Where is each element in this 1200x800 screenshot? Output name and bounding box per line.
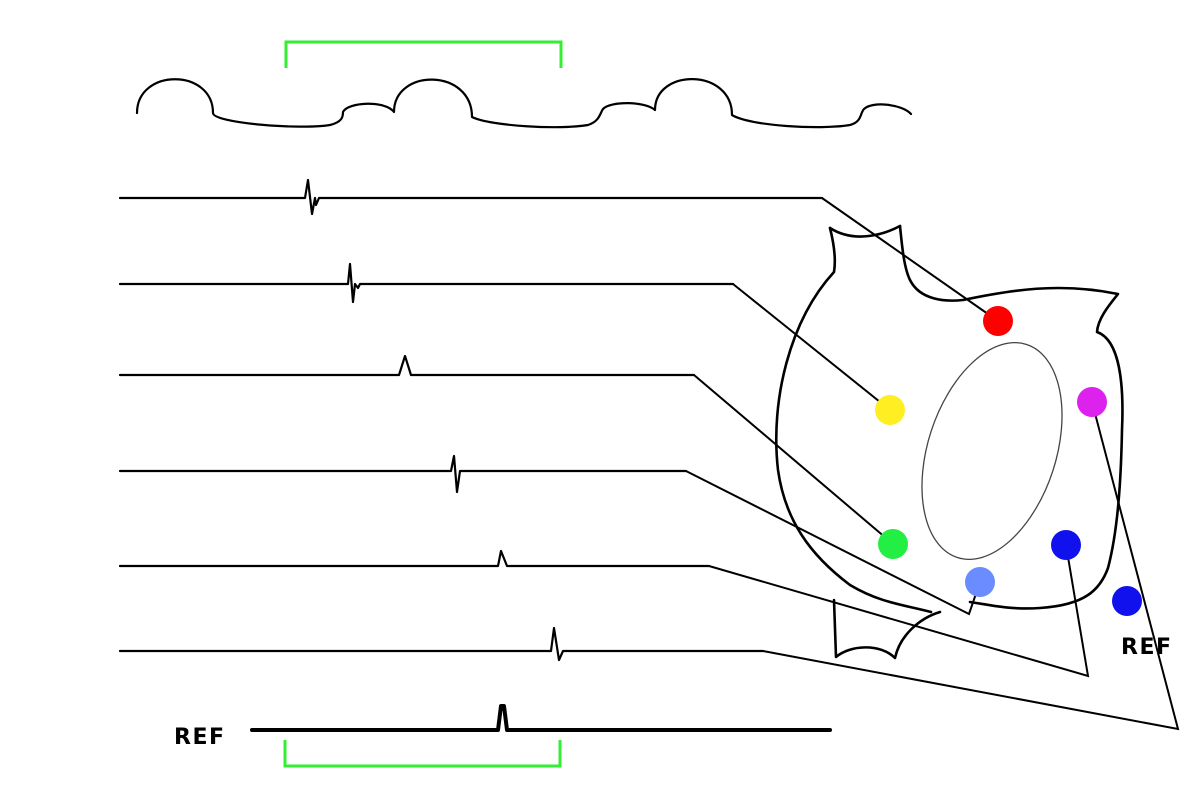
valve-annulus xyxy=(921,342,1063,560)
lower-vein-stump xyxy=(832,598,942,660)
trace-1 xyxy=(118,178,824,216)
electrode-leads xyxy=(685,197,1180,731)
electrodes xyxy=(875,306,1142,616)
electrogram-traces xyxy=(118,178,832,732)
top-waveform xyxy=(135,78,913,129)
atrium-body-outline xyxy=(774,226,933,614)
heart-outline xyxy=(774,224,1124,660)
trace-4 xyxy=(118,454,688,494)
lead-2 xyxy=(732,283,891,411)
lead-5 xyxy=(708,544,1090,678)
lead-3 xyxy=(693,374,894,545)
electrode-red xyxy=(983,306,1013,336)
electrode-light-blue xyxy=(965,567,995,597)
ref-trace-label: REF xyxy=(174,725,226,750)
electrode-blue xyxy=(1051,530,1081,560)
trace-2 xyxy=(118,262,735,304)
electrode-ref-blue xyxy=(1112,586,1142,616)
lead-1 xyxy=(821,197,999,322)
appendage-outline xyxy=(898,224,1124,610)
reference-trace xyxy=(250,704,832,732)
top-timing-bracket xyxy=(284,40,563,68)
electrode-green xyxy=(878,529,908,559)
ref-electrode-label: REF xyxy=(1121,635,1173,660)
upper-vein-stump xyxy=(828,224,902,238)
trace-5 xyxy=(118,549,711,568)
lead-6 xyxy=(762,401,1180,731)
electrode-magenta xyxy=(1077,387,1107,417)
trace-3 xyxy=(118,354,696,377)
bottom-timing-bracket xyxy=(283,740,562,768)
trace-6 xyxy=(118,626,765,662)
electrode-yellow xyxy=(875,395,905,425)
